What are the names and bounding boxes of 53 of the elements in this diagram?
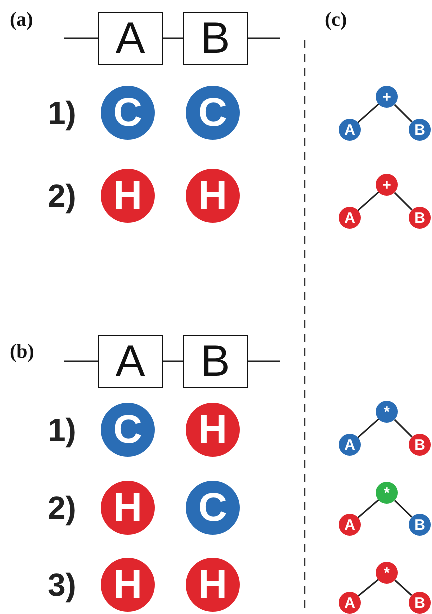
panel-label: (a): [10, 10, 34, 30]
tree-node-circle: B: [409, 514, 431, 536]
connector-line: [394, 500, 413, 518]
tree-node-circle: A: [339, 207, 361, 229]
letter-box: B: [183, 335, 248, 388]
letter-circle: C: [101, 86, 155, 140]
row-number: 2): [48, 492, 76, 524]
panel-label: (b): [10, 342, 34, 362]
tree-node-circle: *: [376, 562, 398, 584]
connector-line: [64, 38, 98, 40]
connector-line: [394, 419, 413, 438]
letter-circle: H: [186, 558, 240, 612]
tree-node-circle: +: [376, 86, 398, 108]
tree-node-circle: B: [409, 592, 431, 614]
tree-node-circle: A: [339, 592, 361, 614]
connector-line: [163, 360, 183, 362]
connector-line: [358, 500, 380, 518]
letter-circle: H: [101, 558, 155, 612]
connector-line: [394, 192, 413, 211]
connector-line: [358, 192, 380, 212]
tree-node-circle: A: [339, 514, 361, 536]
connector-line: [358, 579, 379, 597]
connector-line: [64, 360, 98, 362]
letter-circle: C: [186, 481, 240, 535]
letter-circle: H: [186, 403, 240, 457]
letter-circle: C: [101, 403, 155, 457]
letter-circle: H: [101, 169, 155, 223]
connector-line: [163, 38, 183, 40]
tree-node-circle: A: [339, 434, 361, 456]
letter-box: B: [183, 12, 248, 65]
tree-node-circle: +: [376, 174, 398, 196]
tree-node-circle: *: [376, 401, 398, 423]
panel-label: (c): [325, 10, 348, 30]
tree-node-circle: A: [339, 119, 361, 141]
letter-circle: H: [101, 481, 155, 535]
letter-box: A: [98, 335, 163, 388]
connector-line: [358, 104, 380, 124]
tree-node-circle: B: [409, 434, 431, 456]
connector-line: [248, 360, 280, 362]
row-number: 3): [48, 569, 76, 601]
row-number: 1): [48, 414, 76, 446]
tree-node-circle: B: [409, 119, 431, 141]
connector-line: [394, 580, 412, 596]
letter-circle: H: [186, 169, 240, 223]
letter-circle: C: [186, 86, 240, 140]
letter-box: A: [98, 12, 163, 65]
row-number: 2): [48, 180, 76, 212]
tree-node-circle: *: [376, 482, 398, 504]
tree-node-circle: B: [409, 207, 431, 229]
connector-line: [394, 104, 413, 123]
row-number: 1): [48, 97, 76, 129]
connector-line: [358, 418, 380, 438]
connector-line: [248, 38, 280, 40]
